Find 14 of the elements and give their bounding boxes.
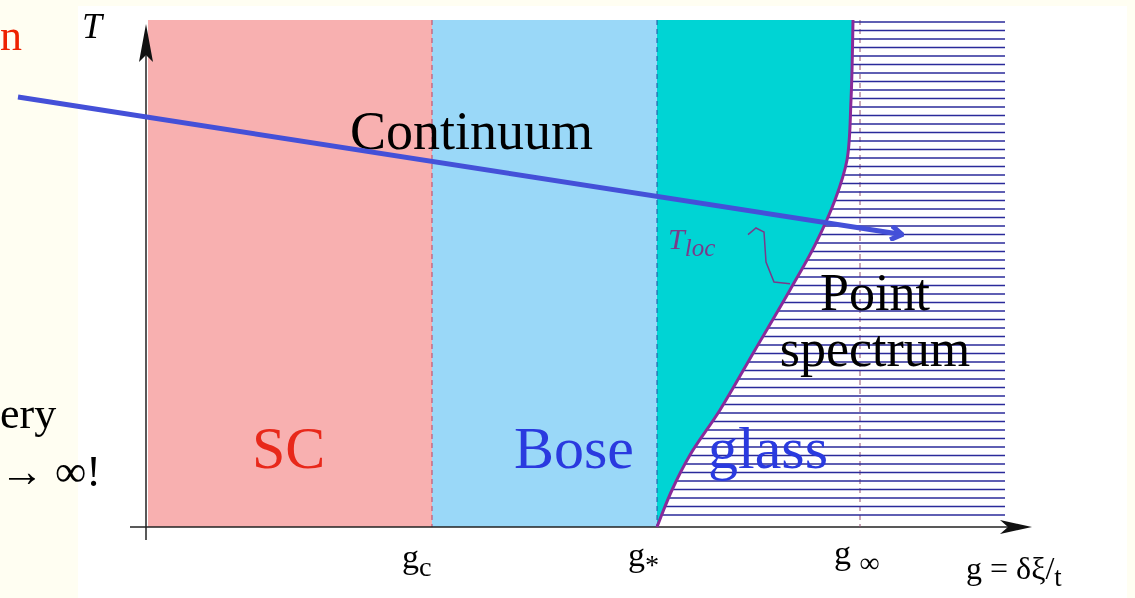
region-label: Bose (514, 418, 634, 478)
axis-label: T (82, 8, 103, 44)
region-label: SC (252, 418, 326, 478)
arrow (17, 94, 905, 243)
slide-text: ery (0, 392, 57, 436)
tick-label: g$_{c}$ (402, 540, 432, 582)
leader-line (747, 227, 791, 285)
tick-label: g $_{∞}$ (834, 536, 880, 578)
temperature-label: T$_{loc}$ (668, 222, 716, 255)
slide-text: → ∞! (0, 450, 102, 494)
region-label: Continuum (350, 104, 594, 158)
tick-label: g$_{*}$ (628, 538, 660, 580)
axis-label: g = δξ/$_{t}$ (966, 552, 1062, 592)
slide-text: n (0, 14, 22, 58)
